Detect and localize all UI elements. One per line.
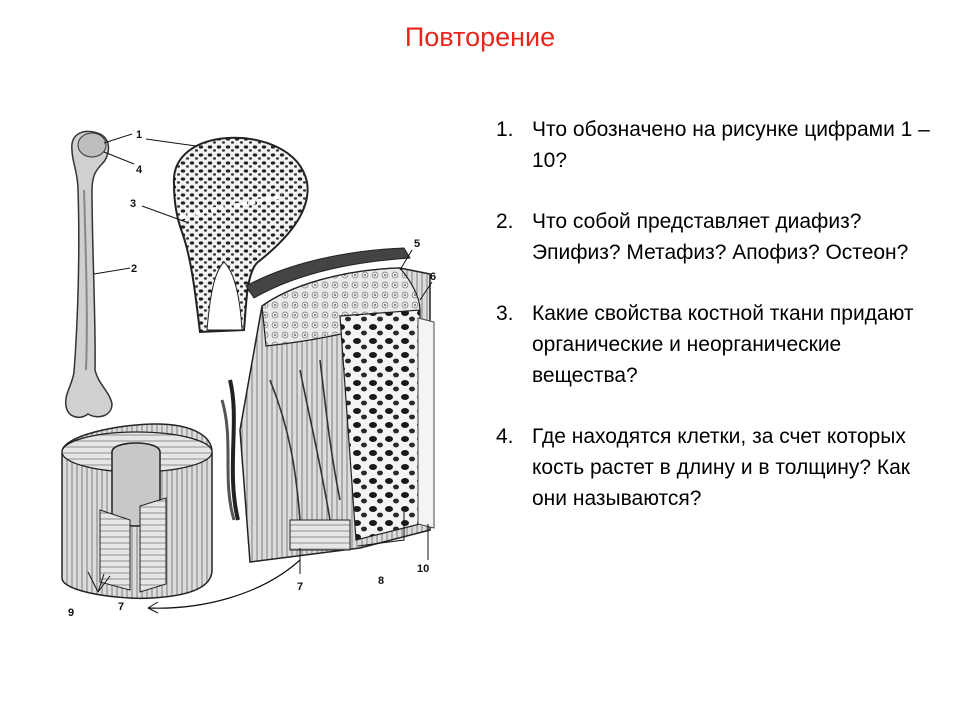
question-item: 1. Что обозначено на рисунке цифрами 1 –… [496, 114, 936, 176]
question-number: 2. [496, 210, 514, 233]
question-list: 1. Что обозначено на рисунке цифрами 1 –… [496, 114, 936, 544]
slide-title: Повторение [404, 22, 556, 52]
label-4: 4 [136, 164, 143, 176]
label-10: 10 [417, 563, 429, 575]
question-number: 4. [496, 425, 514, 448]
leader-lines [87, 133, 433, 614]
question-text: Какие свойства костной ткани придают орг… [532, 302, 914, 387]
label-7-block: 7 [297, 581, 303, 593]
label-7-cylinder: 7 [118, 601, 124, 613]
label-2: 2 [131, 263, 137, 275]
question-item: 2. Что собой представляет диафиз? Эпифиз… [496, 206, 936, 268]
question-number: 1. [496, 118, 514, 141]
label-8: 8 [378, 575, 384, 587]
question-item: 4. Где находятся клетки, за счет которых… [496, 421, 936, 514]
humerus-drawing [64, 130, 113, 419]
bone-structure-illustration: 1 4 3 2 5 6 7 8 10 9 7 [61, 129, 436, 619]
bone-block-diagram [220, 247, 435, 563]
label-3: 3 [130, 198, 136, 210]
question-text: Что обозначено на рисунке цифрами 1 – 10… [532, 118, 930, 172]
question-text: Что собой представляет диафиз? Эпифиз? М… [532, 210, 909, 264]
question-text: Где находятся клетки, за счет которых ко… [532, 425, 910, 510]
label-1: 1 [136, 129, 142, 141]
question-number: 3. [496, 302, 514, 325]
diaphysis-cylinder [61, 423, 213, 600]
label-5: 5 [414, 238, 420, 250]
question-item: 3. Какие свойства костной ткани придают … [496, 298, 936, 391]
label-6: 6 [430, 271, 436, 283]
epiphysis-section [172, 136, 309, 334]
label-9: 9 [68, 607, 74, 619]
